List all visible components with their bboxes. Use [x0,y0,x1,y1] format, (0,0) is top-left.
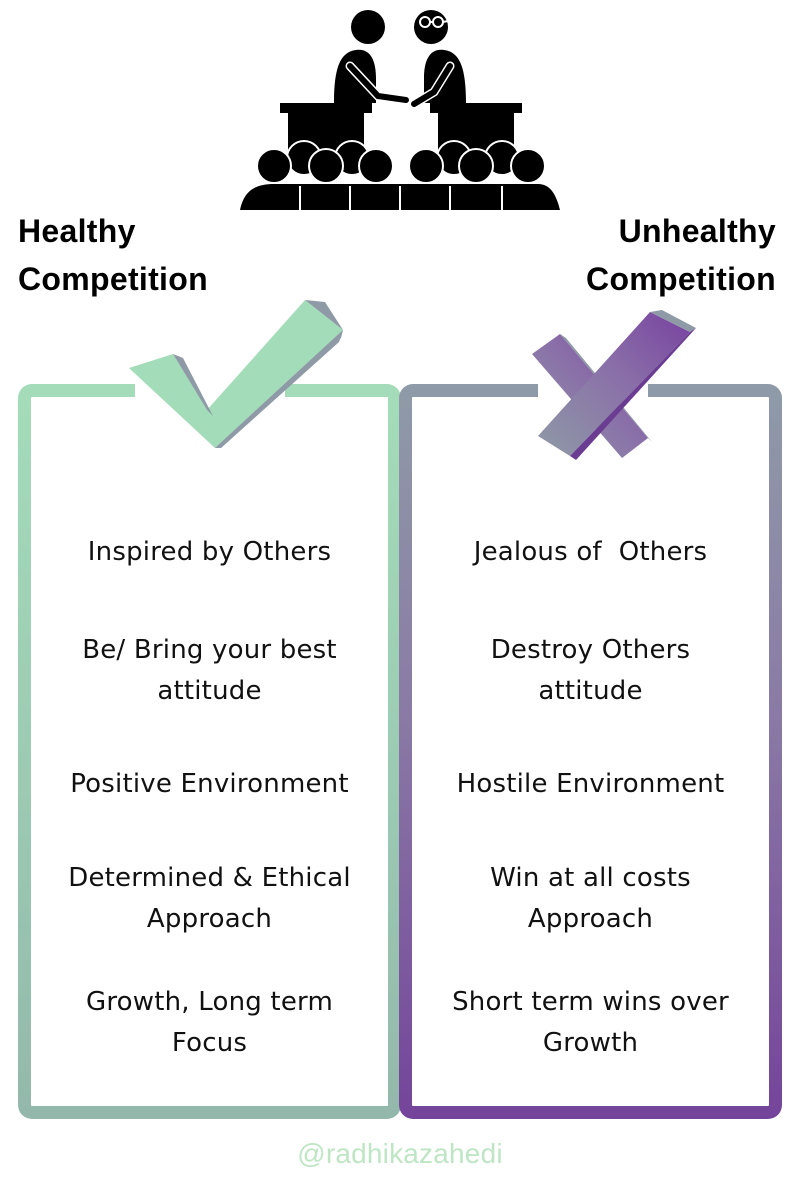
title-line: Unhealthy [618,213,776,249]
item-text: Destroy Others [490,635,691,665]
unhealthy-column: Jealous of Others Destroy Others attitud… [399,384,782,1119]
item-text: Growth [542,1028,639,1058]
item-text: Be/ Bring your best [82,635,337,665]
title-line: Competition [18,261,208,297]
list-item: Positive Environment [31,764,388,805]
debate-handshake-icon [240,10,560,210]
healthy-competition-title: Healthy Competition [18,207,208,303]
unhealthy-competition-title: Unhealthy Competition [586,207,776,303]
item-text: Win at all costs [490,863,691,893]
list-item: Short term wins over Growth [412,982,769,1064]
item-text: attitude [157,676,262,706]
item-text: Positive Environment [70,769,349,799]
item-text: Approach [527,904,654,934]
healthy-column: Inspired by Others Be/ Bring your best a… [18,384,401,1119]
item-text: Approach [146,904,273,934]
checkmark-icon [129,300,343,448]
list-item: Destroy Others attitude [412,630,769,712]
list-item: Determined & Ethical Approach [31,858,388,940]
item-text: Jealous of Others [473,537,708,567]
list-item: Be/ Bring your best attitude [31,630,388,712]
item-text: attitude [538,676,643,706]
item-text: Hostile Environment [456,769,725,799]
title-line: Healthy [18,213,136,249]
list-item: Hostile Environment [412,764,769,805]
author-handle: @radhikazahedi [297,1138,503,1169]
item-text: Determined & Ethical [68,863,351,893]
list-item: Win at all costs Approach [412,858,769,940]
list-item: Jealous of Others [412,532,769,573]
list-item: Growth, Long term Focus [31,982,388,1064]
item-text: Inspired by Others [87,537,332,567]
item-text: Growth, Long term [86,987,333,1017]
item-text: Focus [171,1028,248,1058]
title-line: Competition [586,261,776,297]
list-item: Inspired by Others [31,532,388,573]
item-text: Short term wins over [452,987,729,1017]
cross-x-icon [532,310,696,460]
